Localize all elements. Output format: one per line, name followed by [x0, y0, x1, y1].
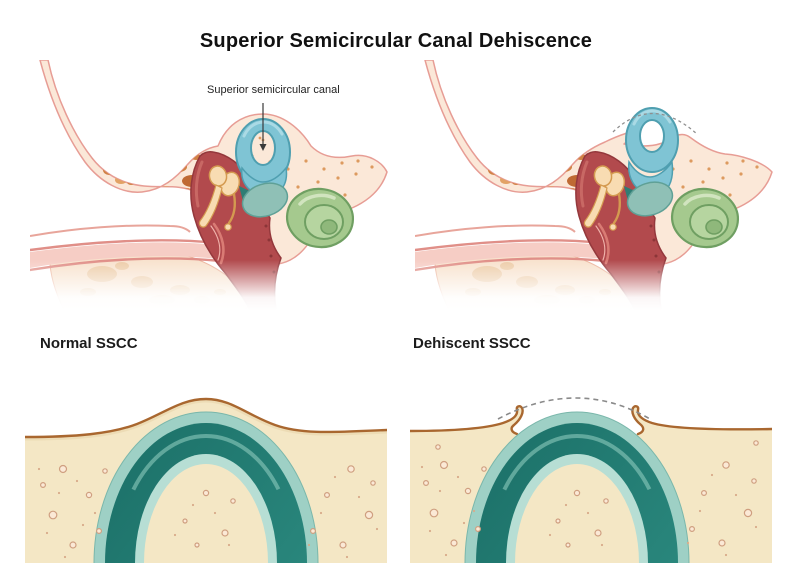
dehiscent-cross-section-svg — [410, 397, 772, 563]
cochlea — [670, 187, 740, 249]
ear-canal — [30, 224, 223, 272]
cochlea — [285, 187, 355, 249]
bone-speckles — [420, 440, 759, 557]
ossicles — [198, 165, 241, 231]
normal-canal-cross-section — [25, 373, 387, 563]
eardrum — [210, 222, 225, 265]
annotation-pointer — [259, 103, 267, 151]
ossicles — [583, 165, 626, 231]
caption-dehiscent-sscc: Dehiscent SSCC — [413, 335, 531, 352]
bottom-fade — [415, 260, 775, 310]
dehiscent-ear-svg — [415, 60, 775, 310]
bone-surface-line-right — [631, 405, 772, 436]
canal-ring — [93, 411, 319, 563]
page-title: Superior Semicircular Canal Dehiscence — [199, 30, 593, 52]
bottom-fade — [30, 260, 390, 310]
vestibule — [624, 181, 674, 217]
normal-cross-section-svg — [25, 397, 387, 563]
normal-ear-illustration — [30, 60, 390, 310]
eardrum — [595, 222, 610, 265]
dashed-missing-bone-line — [497, 397, 651, 420]
normal-ear-svg — [30, 60, 390, 310]
caption-normal-sscc: Normal SSCC — [40, 335, 138, 352]
dehiscent-canal-cross-section — [410, 373, 772, 563]
dehiscent-ear-illustration — [415, 60, 775, 310]
bone-surface-line — [25, 397, 387, 439]
bone-speckles — [37, 464, 379, 559]
vestibule — [239, 182, 289, 218]
canal-annotation-label: Superior semicircular canal — [207, 84, 340, 96]
bone-surface-line-left — [410, 405, 524, 436]
